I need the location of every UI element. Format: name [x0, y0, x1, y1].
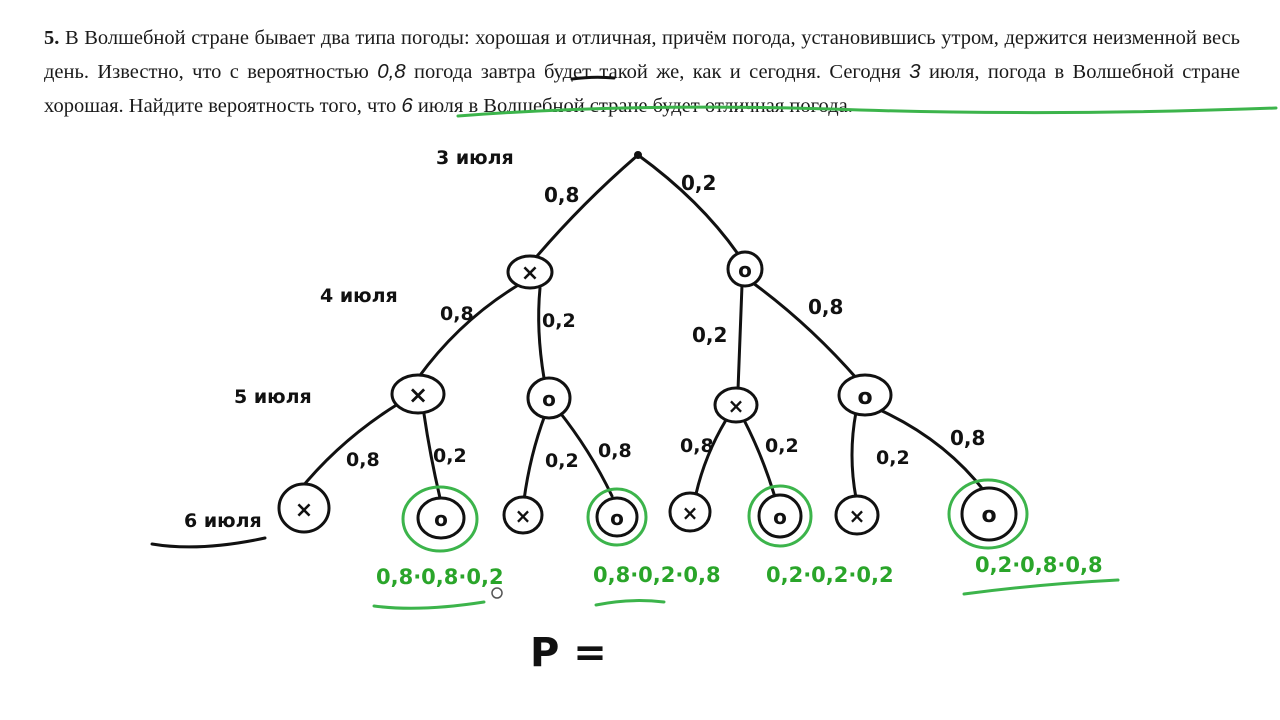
product-2: 0,8·0,2·0,8 [593, 563, 721, 587]
edge-b-f [751, 281, 860, 382]
edge-d-j [556, 408, 614, 498]
node-6-good-1 [277, 482, 331, 534]
level-label-5: 5 июля [234, 386, 312, 408]
node-5-great-2-symbol: o [857, 385, 872, 410]
edge-d-i [522, 413, 547, 502]
edge-label-f-n: 0,8 [950, 426, 985, 450]
edge-b-e [736, 283, 744, 392]
level-6-underline [150, 536, 267, 549]
product-4-underline [962, 578, 1120, 596]
node-6-great-1-symbol: o [434, 507, 448, 531]
edge-label-b-f: 0,8 [808, 295, 843, 319]
product-4: 0,2·0,8·0,8 [975, 553, 1103, 577]
product-1-underline [372, 600, 486, 610]
edge-label-e-l: 0,2 [765, 435, 799, 457]
edge-label-a-c: 0,8 [440, 303, 474, 325]
node-6-good-4-symbol: × [849, 504, 866, 528]
node-5-great-1-symbol: o [542, 387, 556, 411]
root-node [634, 151, 642, 159]
problem-text-3: июля, погода в Волшебной стране хорошая.… [44, 61, 1241, 117]
start-day: 3 [909, 60, 921, 83]
highlight-ring-3 [747, 484, 813, 548]
edge-a-c [416, 282, 522, 380]
node-6-good-2 [502, 495, 544, 535]
probability-value: 0,8 [377, 60, 406, 83]
probability-underline [570, 75, 616, 81]
edge-root-b [636, 153, 740, 256]
tree-edges [296, 153, 987, 502]
node-5-great-1 [526, 376, 572, 420]
level-label-4: 4 июля [320, 285, 398, 307]
node-5-good-1-symbol: × [408, 381, 428, 409]
node-6-great-3 [757, 493, 803, 539]
node-6-good-3 [668, 491, 712, 533]
node-6-good-4 [834, 494, 880, 536]
cursor-pointer [491, 587, 503, 599]
edge-label-c-h: 0,2 [433, 445, 467, 467]
edge-root-a [530, 153, 640, 264]
answer-label: P = [530, 630, 607, 676]
edge-label-e-k: 0,8 [680, 435, 714, 457]
level-label-3: 3 июля [436, 147, 514, 169]
target-day: 6 [401, 94, 413, 117]
node-4-good-symbol: × [521, 261, 539, 286]
edge-c-h [422, 412, 442, 500]
node-6-great-2 [595, 496, 639, 538]
node-5-good-2-symbol: × [728, 394, 745, 418]
node-6-good-3-symbol: × [682, 501, 699, 525]
edge-label-c-g: 0,8 [346, 449, 380, 471]
node-6-great-4 [960, 486, 1018, 542]
problem-text-2: погода завтра будет такой же, как и сего… [414, 61, 901, 83]
node-5-good-1 [390, 373, 446, 415]
problem-number: 5. [44, 27, 60, 49]
edge-a-d [537, 286, 546, 380]
edge-label-f-m: 0,2 [876, 447, 910, 469]
edge-f-m [850, 410, 858, 500]
edge-label-a-d: 0,2 [542, 310, 576, 332]
node-6-good-1-symbol: × [295, 498, 313, 523]
edge-e-k [694, 418, 728, 496]
edge-label-b-e: 0,2 [692, 323, 727, 347]
edge-label-d-j: 0,8 [598, 440, 632, 462]
highlight-ring-1 [401, 485, 479, 553]
product-2-underline [594, 599, 666, 607]
node-6-great-2-symbol: o [610, 506, 624, 530]
problem-text-1: В Волшебной стране бывает два типа погод… [44, 27, 1241, 83]
node-5-great-2 [837, 373, 893, 417]
edge-label-root-a: 0,8 [544, 183, 579, 207]
highlight-ring-2 [586, 487, 648, 547]
highlight-ring-4 [947, 478, 1029, 550]
node-4-good [506, 254, 554, 290]
edge-c-g [296, 402, 400, 494]
node-6-great-1 [416, 496, 466, 540]
edge-label-d-i: 0,2 [545, 450, 579, 472]
node-6-great-4-symbol: o [981, 503, 996, 528]
node-6-good-2-symbol: × [515, 504, 532, 528]
node-4-great [726, 250, 764, 288]
edge-labels: 0,8 0,2 0,8 0,2 0,2 0,8 0,8 0,2 0,2 0,8 … [346, 171, 985, 472]
node-6-great-3-symbol: o [773, 505, 787, 529]
tree-nodes: × o × o × o × o × o × o × o [277, 250, 1018, 542]
product-3: 0,2·0,2·0,2 [766, 563, 894, 587]
edge-e-l [742, 418, 776, 496]
node-5-good-2 [713, 386, 759, 424]
question-underline [456, 105, 1278, 118]
edge-label-root-b: 0,2 [681, 171, 716, 195]
product-1: 0,8·0,8·0,2 [376, 565, 504, 589]
node-4-great-symbol: o [738, 258, 752, 282]
level-label-6: 6 июля [184, 510, 262, 532]
